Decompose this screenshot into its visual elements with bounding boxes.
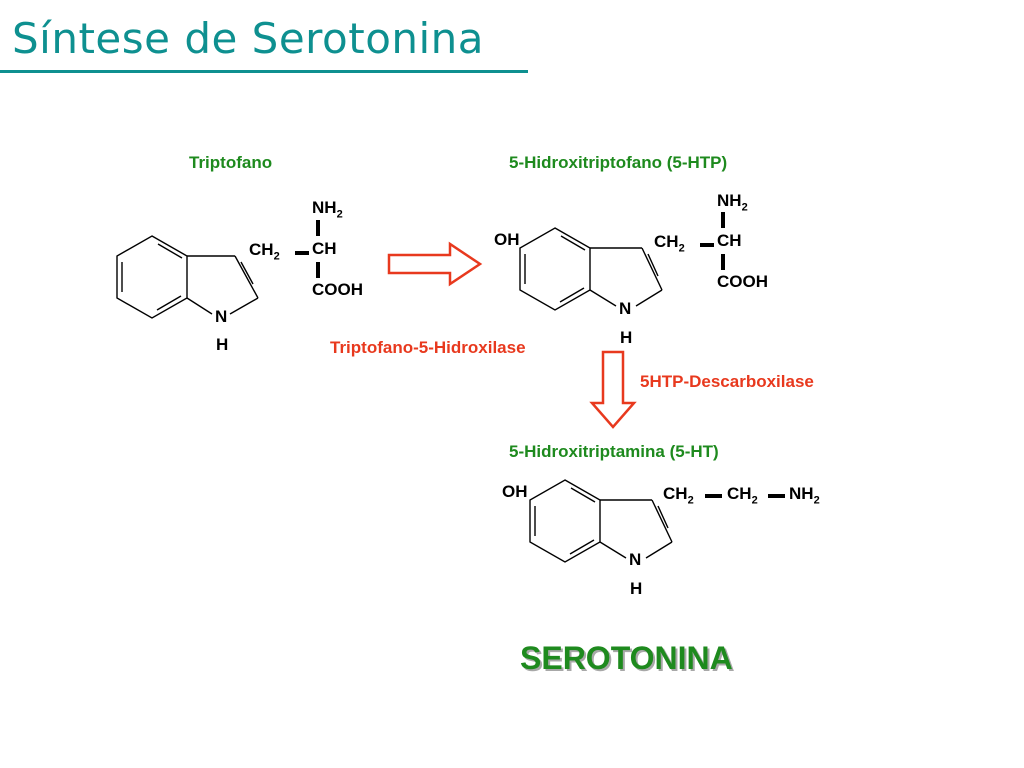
ht-nh2: NH2 bbox=[789, 484, 820, 507]
tryptophan-label: Triptofano bbox=[189, 153, 273, 172]
htp-n: N bbox=[619, 299, 632, 318]
ht-ch2-a: CH2 bbox=[663, 484, 694, 507]
tryptophan-bonds bbox=[295, 220, 320, 278]
hydroxylase-label: Triptofano-5-Hidroxilase bbox=[330, 338, 526, 357]
title-underline bbox=[0, 70, 528, 73]
ht-label: 5-Hidroxitriptamina (5-HT) bbox=[509, 442, 719, 461]
ht-oh: OH bbox=[502, 482, 528, 501]
ht-indole bbox=[529, 479, 673, 563]
tryptophan-ch2: CH2 bbox=[249, 240, 280, 263]
htp-oh: OH bbox=[494, 230, 520, 249]
htp-ch2: CH2 bbox=[654, 232, 685, 255]
decarboxylase-label: 5HTP-Descarboxilase bbox=[640, 372, 814, 391]
page-title: Síntese de Serotonina bbox=[12, 14, 485, 63]
serotonina-label: SEROTONINA bbox=[520, 640, 733, 676]
htp-h: H bbox=[620, 328, 633, 347]
decarboxylase-arrow-icon bbox=[589, 350, 637, 429]
tryptophan-h: H bbox=[216, 335, 229, 354]
tryptophan-n: N bbox=[215, 307, 228, 326]
ht-h: H bbox=[630, 579, 643, 598]
htp-bonds bbox=[700, 212, 725, 270]
htp-indole bbox=[519, 227, 663, 311]
htp-label: 5-Hidroxitriptofano (5-HTP) bbox=[509, 153, 728, 172]
hydroxylase-arrow-icon bbox=[387, 241, 483, 287]
ht-ch2-b: CH2 bbox=[727, 484, 758, 507]
htp-cooh: COOH bbox=[717, 272, 768, 291]
tryptophan-cooh: COOH bbox=[312, 280, 363, 299]
ht-n: N bbox=[629, 550, 642, 569]
tryptophan-nh2: NH2 bbox=[312, 198, 343, 221]
tryptophan-ch: CH bbox=[312, 239, 337, 258]
tryptophan-indole bbox=[116, 235, 259, 319]
htp-ch: CH bbox=[717, 231, 742, 250]
htp-nh2: NH2 bbox=[717, 191, 748, 214]
